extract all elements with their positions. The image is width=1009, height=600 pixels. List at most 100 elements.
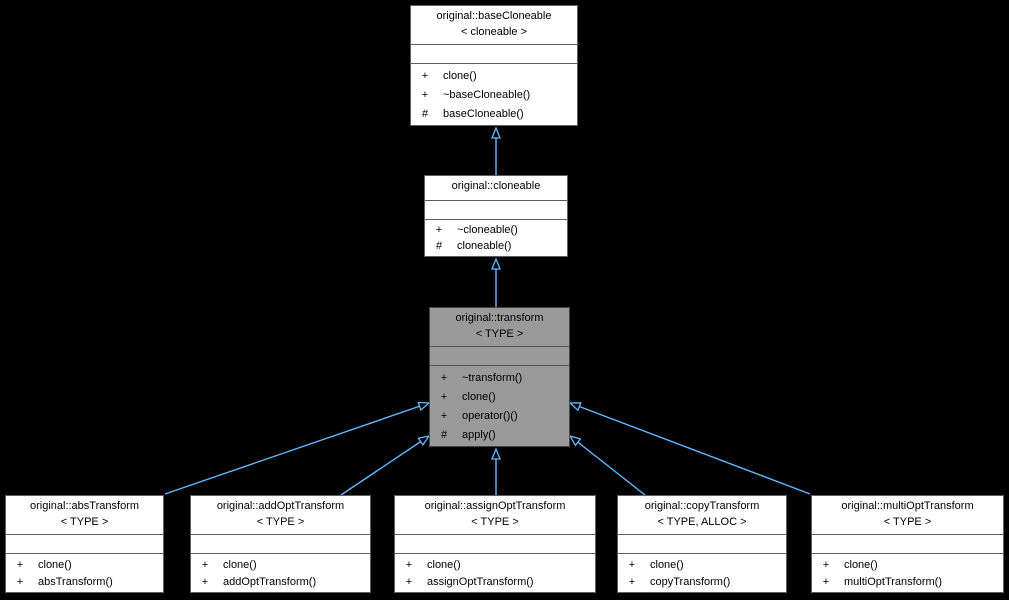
methods-section: +clone() +multiOptTransform() <box>812 554 1003 592</box>
class-node-baseCloneable[interactable]: original::baseCloneable < cloneable > +c… <box>410 5 578 126</box>
method-name: copyTransform() <box>650 575 731 588</box>
class-title: original::transform < TYPE > <box>430 308 569 346</box>
access-specifier: # <box>440 428 448 441</box>
method-row: +operator()() <box>430 410 569 422</box>
method-row: + ~transform() <box>430 372 569 384</box>
template-params: < TYPE > <box>256 516 305 528</box>
edge-copyTransform-to-transform <box>570 436 646 496</box>
access-specifier: + <box>201 558 209 571</box>
class-title: original::multiOptTransform < TYPE > <box>812 496 1003 534</box>
class-name: original::addOptTransform <box>216 500 345 512</box>
class-title: original::absTransform < TYPE > <box>6 496 163 534</box>
access-specifier: + <box>405 558 413 571</box>
methods-section: + clone() + addOptTransform() <box>191 554 370 592</box>
method-name: assignOptTransform() <box>427 575 534 588</box>
access-specifier: # <box>435 240 443 252</box>
methods-section: + ~cloneable() # cloneable() <box>425 220 567 256</box>
class-node-absTransform[interactable]: original::absTransform < TYPE > + clone()… <box>5 495 164 593</box>
class-name: original::copyTransform <box>644 500 760 512</box>
access-specifier: + <box>822 558 830 571</box>
method-row: +clone() <box>812 559 1003 571</box>
template-params: < TYPE > <box>475 328 524 340</box>
template-params: < TYPE > <box>60 516 109 528</box>
class-name: original::transform <box>455 312 544 324</box>
attributes-section <box>618 534 786 554</box>
methods-section: + clone() + absTransform() <box>6 554 163 592</box>
method-name: cloneable() <box>457 240 512 252</box>
access-specifier: + <box>628 558 636 571</box>
class-node-copyTransform[interactable]: original::copyTransform < TYPE, ALLOC > … <box>617 495 787 593</box>
method-name: baseCloneable() <box>443 107 524 120</box>
method-row: + clone() <box>618 559 786 571</box>
class-node-transform[interactable]: original::transform < TYPE > + ~transform… <box>429 307 570 447</box>
method-name: ~cloneable() <box>457 224 518 236</box>
method-name: clone() <box>38 558 72 571</box>
method-row: + copyTransform() <box>618 576 786 588</box>
method-name: operator()() <box>462 409 518 422</box>
attributes-section <box>6 534 163 554</box>
method-name: ~baseCloneable() <box>443 88 531 101</box>
access-specifier: + <box>16 575 24 588</box>
class-node-assignOptTransform[interactable]: original::assignOptTransform < TYPE > + c… <box>394 495 596 593</box>
access-specifier: + <box>405 575 413 588</box>
method-row: + clone() <box>6 559 163 571</box>
methods-section: +clone() + ~baseCloneable() # baseCloneabl… <box>411 64 577 125</box>
class-name: original::baseCloneable <box>436 10 552 22</box>
edge-addOptTransform-to-transform <box>340 436 429 496</box>
access-specifier: + <box>435 224 443 236</box>
method-name: clone() <box>462 390 496 403</box>
method-name: apply() <box>462 428 496 441</box>
class-name: original::cloneable <box>451 180 541 192</box>
class-title: original::cloneable <box>425 176 567 200</box>
method-name: clone() <box>650 558 684 571</box>
method-row: + ~baseCloneable() <box>411 89 577 101</box>
class-title: original::addOptTransform < TYPE > <box>191 496 370 534</box>
method-row: + clone() <box>430 391 569 403</box>
template-params: < TYPE > <box>471 516 519 528</box>
access-specifier: + <box>201 575 209 588</box>
method-name: clone() <box>223 558 257 571</box>
methods-section: + clone() + copyTransform() <box>618 554 786 592</box>
class-title: original::copyTransform < TYPE, ALLOC > <box>618 496 786 534</box>
method-row: +clone() <box>411 70 577 82</box>
class-name: original::multiOptTransform <box>841 500 974 512</box>
method-row: + clone() <box>395 559 595 571</box>
method-row: # baseCloneable() <box>411 108 577 120</box>
edge-multiOptTransform-to-transform <box>570 403 811 495</box>
method-row: + addOptTransform() <box>191 576 370 588</box>
method-row: # apply() <box>430 429 569 441</box>
class-node-multiOptTransform[interactable]: original::multiOptTransform < TYPE > +cl… <box>811 495 1004 593</box>
edge-absTransform-to-transform <box>164 403 429 495</box>
class-title: original::baseCloneable < cloneable > <box>411 6 577 44</box>
method-row: + absTransform() <box>6 576 163 588</box>
access-specifier: # <box>421 107 429 120</box>
template-params: < TYPE > <box>883 516 932 528</box>
method-name: ~transform() <box>462 371 523 384</box>
method-row: + ~cloneable() <box>425 224 567 236</box>
class-name: original::absTransform <box>29 500 140 512</box>
access-specifier: + <box>421 88 429 101</box>
method-row: # cloneable() <box>425 240 567 252</box>
method-row: +multiOptTransform() <box>812 576 1003 588</box>
access-specifier: + <box>440 390 448 403</box>
class-node-addOptTransform[interactable]: original::addOptTransform < TYPE > + clon… <box>190 495 371 593</box>
template-params: < cloneable > <box>460 26 528 38</box>
methods-section: + clone() + assignOptTransform() <box>395 554 595 592</box>
access-specifier: + <box>822 575 830 588</box>
method-row: + assignOptTransform() <box>395 576 595 588</box>
method-name: clone() <box>443 69 477 82</box>
method-name: clone() <box>427 558 461 571</box>
method-name: absTransform() <box>38 575 113 588</box>
attributes-section <box>395 534 595 554</box>
class-title: original::assignOptTransform < TYPE > <box>395 496 595 534</box>
access-specifier: + <box>440 371 448 384</box>
method-name: addOptTransform() <box>223 575 317 588</box>
class-node-cloneable[interactable]: original::cloneable + ~cloneable() # clone… <box>424 175 568 257</box>
attributes-section <box>812 534 1003 554</box>
access-specifier: + <box>628 575 636 588</box>
methods-section: + ~transform() + clone() +operator()() # ap… <box>430 366 569 446</box>
attributes-section <box>191 534 370 554</box>
access-specifier: + <box>16 558 24 571</box>
